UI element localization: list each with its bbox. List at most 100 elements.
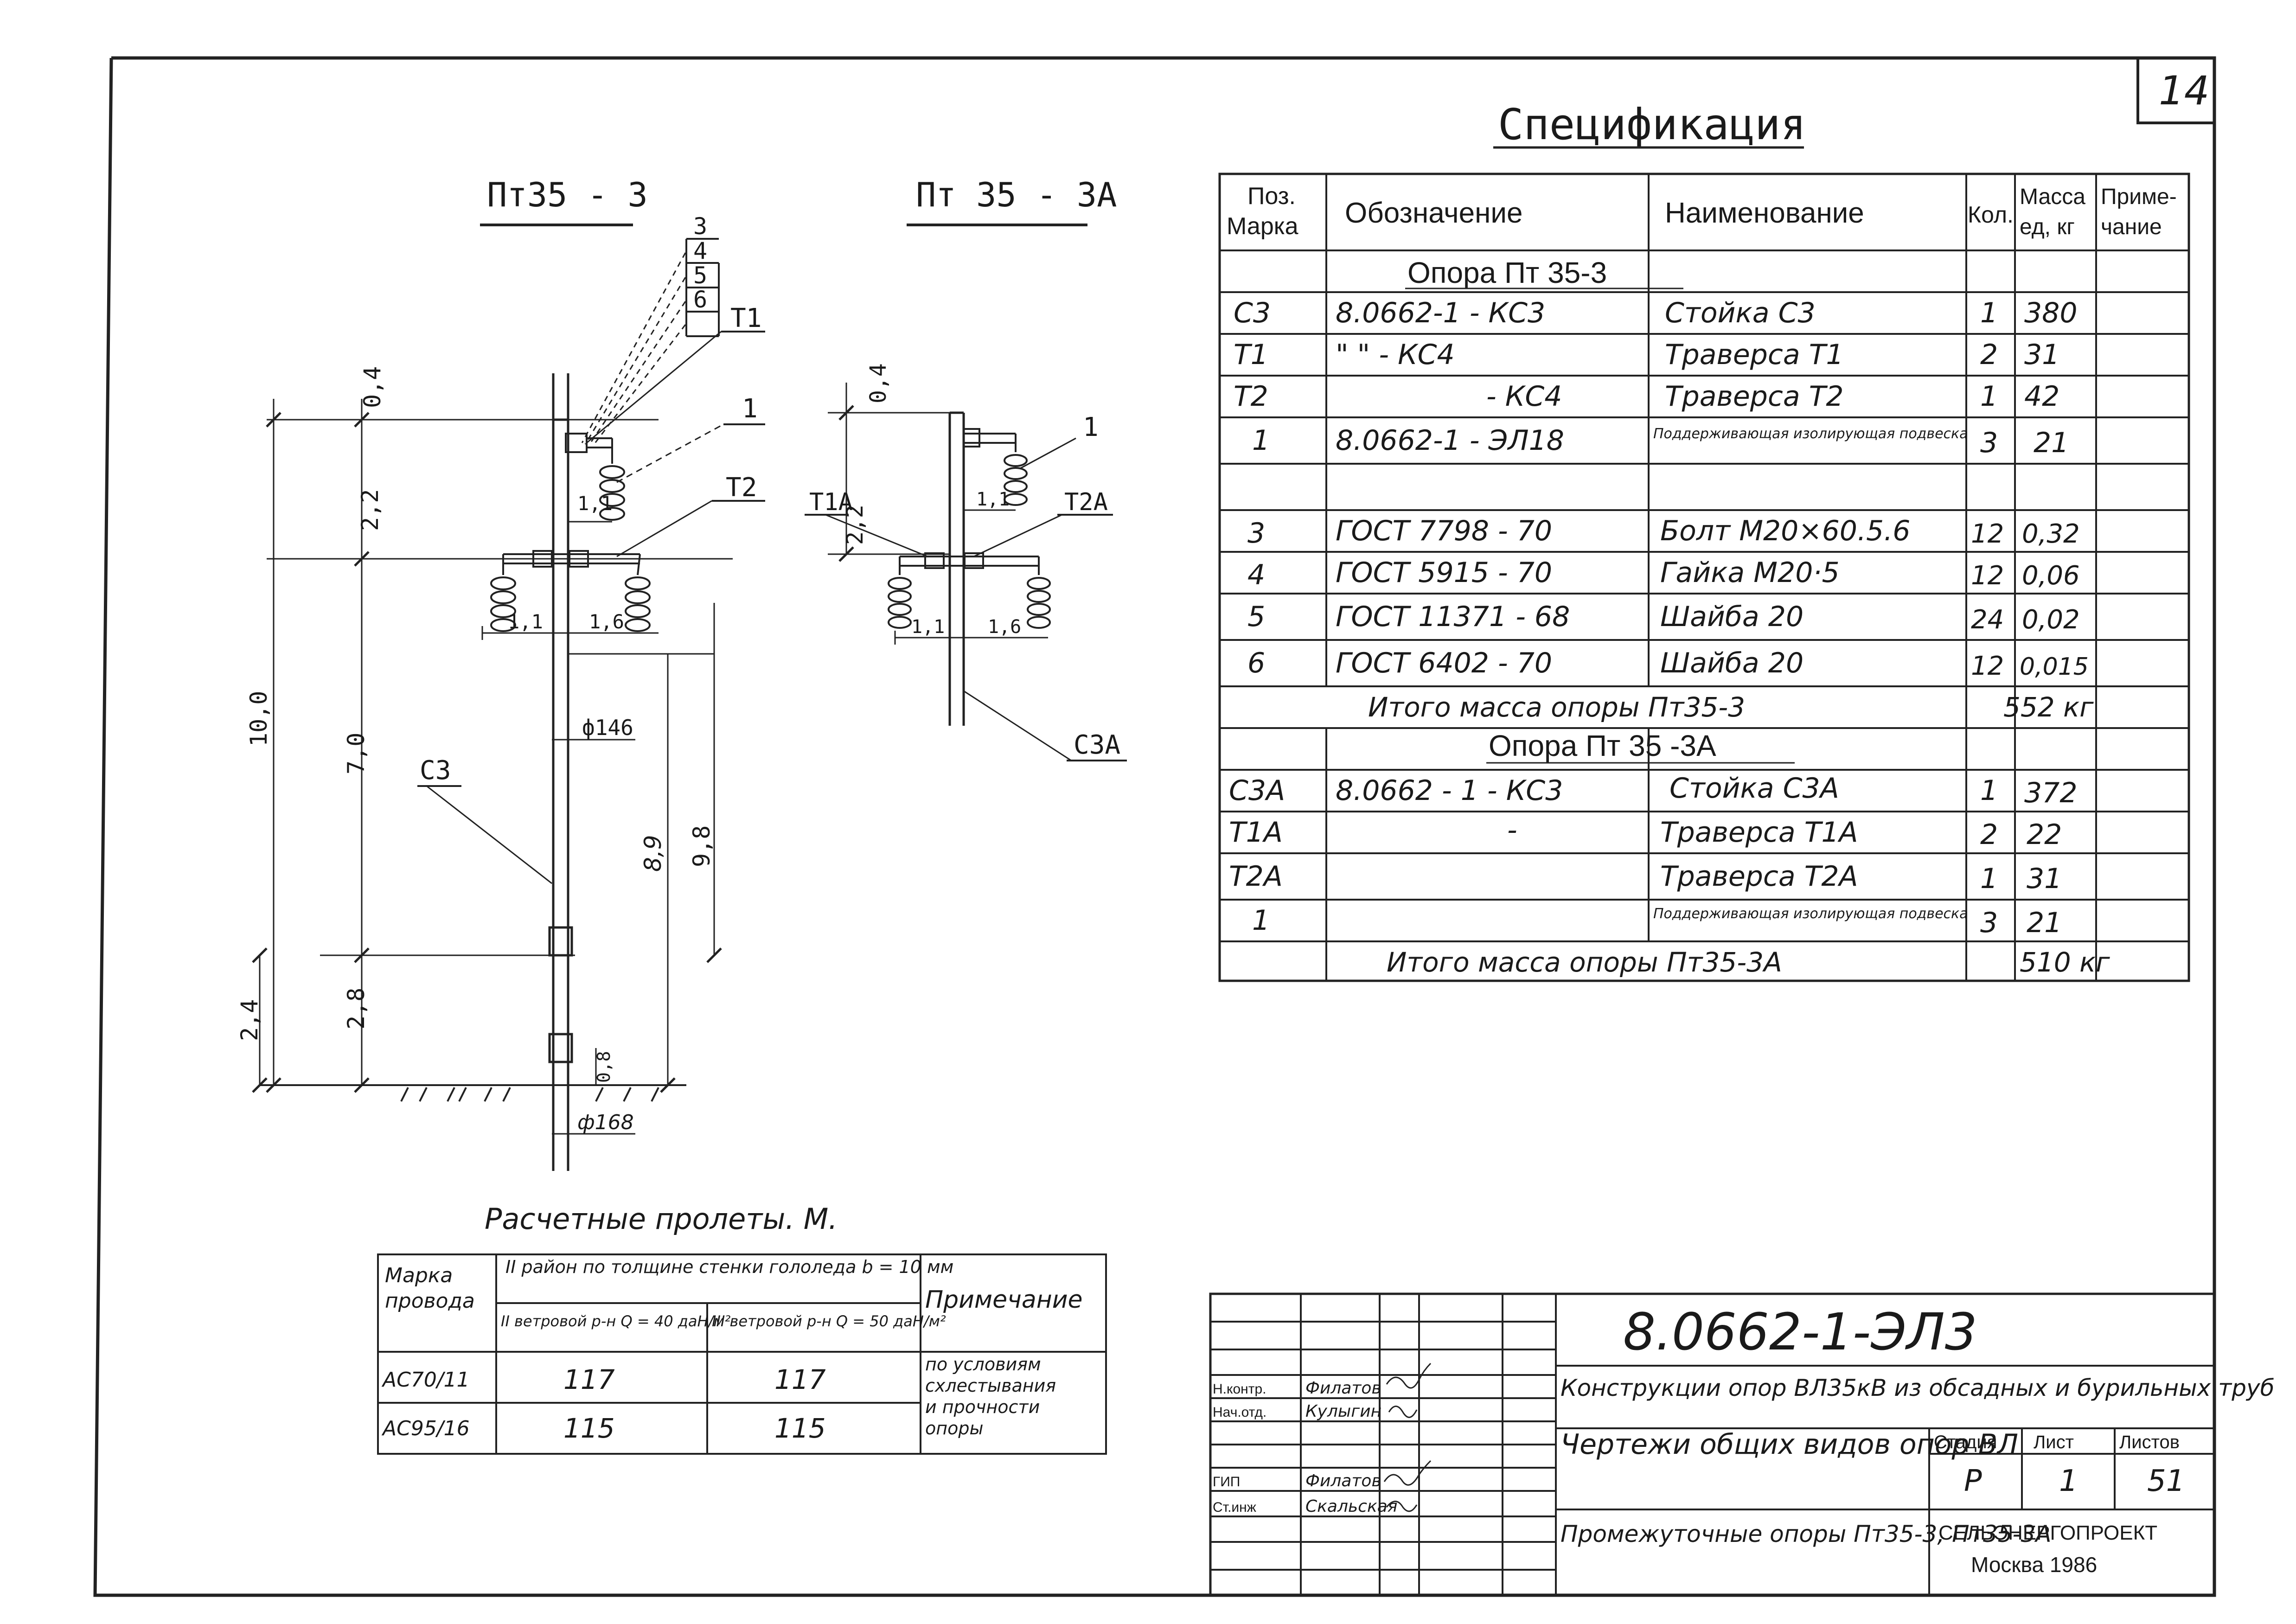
stamp-role-4: Ст.инж (1213, 1500, 1256, 1515)
spec-r4-qty: 3 (1980, 427, 1998, 459)
spec-r9-name: Шайба 20 (1660, 647, 1804, 679)
callout-3: 3 (693, 213, 707, 240)
right-dim-1-1-lower: 1,1 (911, 616, 945, 638)
dim-10-0: 10,0 (245, 691, 272, 747)
spec-r3-qty: 1 (1980, 380, 1998, 413)
callout-6: 6 (693, 286, 707, 313)
spans-r2-v1: 115 (563, 1413, 615, 1444)
spec-r2-pos: Т1 (1234, 339, 1268, 371)
stamp-stage-label: Стадия (1934, 1432, 1997, 1452)
spec-r6-qty: 12 (1971, 519, 2004, 549)
spec-g2-r4-name: Поддерживающая изолирующая подвеска (1653, 906, 1968, 922)
spans-h-mark-2: провода (385, 1289, 475, 1313)
right-dim-1-1-upper: 1,1 (976, 489, 1010, 510)
dim-8-9: 8,9 (640, 835, 666, 872)
callout-4: 4 (693, 237, 707, 264)
dim-phi168: ф168 (577, 1111, 634, 1134)
spec-header-mass-1: Масса (2020, 185, 2085, 209)
ground-line (260, 1084, 686, 1102)
insulators-lower (490, 576, 651, 632)
spec-r7-mass: 0,06 (2022, 561, 2080, 591)
spec-table: Спецификация (1218, 100, 2190, 982)
spec-r3-name: Траверса Т2 (1665, 380, 1844, 413)
spec-r8-mass: 0,02 (2022, 605, 2080, 635)
spec-r9-pos: 6 (1247, 647, 1265, 679)
left-view-title: Пт35 - 3 (487, 175, 648, 214)
signatures (1383, 1362, 1432, 1512)
spec-r9-qty: 12 (1971, 651, 2004, 681)
right-dim-1-6: 1,6 (988, 616, 1021, 638)
dim-phi146: ф146 (582, 715, 633, 740)
spec-r7-pos: 4 (1247, 559, 1265, 591)
dim-1-1-lower: 1,1 (508, 610, 543, 633)
spec-r4-des: 8.0662-1 - ЭЛ18 (1336, 424, 1564, 457)
spec-title: Спецификация (1498, 100, 1806, 149)
spec-header-name: Наименование (1665, 197, 1864, 229)
stamp-name-4: Скальская (1305, 1497, 1397, 1516)
right-label-t1a: Т1А (809, 488, 853, 516)
label-t1: Т1 (730, 303, 761, 333)
stamp-sheets-label: Листов (2119, 1432, 2180, 1452)
spec-g2-r3-pos: Т2А (1229, 860, 1283, 893)
spec-header-note-1: Приме- (2101, 185, 2177, 209)
spec-r8-name: Шайба 20 (1660, 601, 1804, 633)
spec-r2-mass: 31 (2024, 339, 2059, 371)
spec-g2-r1-des: 8.0662 - 1 - КС3 (1336, 774, 1563, 807)
callout-stack (685, 238, 720, 337)
dim-0-8: 0,8 (594, 1051, 614, 1083)
right-label-1: 1 (1083, 412, 1099, 442)
label-t2: Т2 (726, 473, 757, 503)
spec-r1-name: Стойка С3 (1665, 297, 1816, 329)
right-label-c3a: С3А (1074, 730, 1120, 760)
spec-header-pos: Поз. (1247, 183, 1296, 210)
spec-g2-r1-pos: С3А (1229, 774, 1285, 807)
spec-g2-r2-name: Траверса Т1А (1660, 816, 1858, 849)
right-view-title: Пт 35 - 3А (916, 175, 1117, 214)
traverse-t2 (502, 550, 641, 575)
stamp-project: Конструкции опор ВЛ35кВ из обсадных и бу… (1561, 1375, 2274, 1401)
spec-r8-qty: 24 (1971, 605, 2004, 635)
spec-rows-1: С3 8.0662-1 - КС3 Стойка С3 1 380 Т1 " "… (1234, 297, 2089, 681)
stamp-name-2: Кулыгин (1305, 1402, 1381, 1421)
sheet-frame (93, 56, 2216, 1597)
spans-h-wind-2: II ветровой р-н Q = 40 даН/м² (501, 1312, 730, 1330)
spec-g2-r4-mass: 21 (2027, 907, 2062, 939)
stamp-name-3: Филатов (1305, 1471, 1381, 1490)
spec-r1-qty: 1 (1980, 297, 1998, 329)
spans-title: Расчетные пролеты. М. (485, 1202, 838, 1236)
spec-g2-r3-mass: 31 (2027, 863, 2062, 895)
stamp-drawing: Чертежи общих видов опор ВЛ (1561, 1428, 2018, 1461)
sheet-number: 14 (2159, 68, 2209, 114)
dim-9-8: 9,8 (688, 825, 715, 867)
spec-r6-name: Болт М20×60.5.6 (1660, 515, 1910, 547)
label-c3: С3 (420, 755, 451, 786)
spec-total-2-value: 510 кг (2020, 946, 2110, 978)
traverse-t1 (565, 433, 613, 464)
stamp-stage: Р (1964, 1464, 1982, 1498)
spans-h-wind-3: III ветровой р-н Q = 50 даН/м² (712, 1312, 946, 1330)
spec-g2-r4-pos: 1 (1252, 904, 1270, 937)
spec-header-mass-2: ед, кг (2020, 215, 2075, 239)
spec-r6-mass: 0,32 (2022, 519, 2080, 549)
spec-total-1-value: 552 кг (2003, 691, 2094, 723)
spec-r7-des: ГОСТ 5915 - 70 (1336, 556, 1552, 589)
spec-r8-pos: 5 (1247, 601, 1265, 633)
pole-c3a (948, 411, 965, 726)
spec-header-mark: Марка (1227, 213, 1298, 240)
stamp-sheets: 51 (2147, 1464, 2185, 1498)
spec-r4-mass: 21 (2034, 427, 2069, 459)
left-view: Пт35 - 3 3 4 5 6 (236, 175, 765, 1171)
spans-r1-mark: АС70/11 (381, 1368, 470, 1392)
dim-1-1-upper: 1,1 (577, 492, 613, 515)
spec-header: Поз. Марка Обозначение Наименование Кол.… (1227, 183, 2177, 240)
spans-note: по условиям схлестывания и прочности опо… (925, 1354, 1062, 1439)
stamp-sheet-title: Промежуточные опоры Пт35-3, Пт35-3А (1561, 1521, 2052, 1547)
right-dim-0-4: 0,4 (865, 363, 891, 403)
spec-r3-pos: Т2 (1234, 380, 1268, 413)
insulator-upper (599, 465, 625, 521)
dim-2-4: 2,4 (236, 999, 263, 1041)
right-label-t2a: Т2А (1064, 488, 1108, 516)
spec-g2-r1-name: Стойка С3А (1669, 772, 1839, 805)
spec-r4-pos: 1 (1252, 424, 1270, 457)
